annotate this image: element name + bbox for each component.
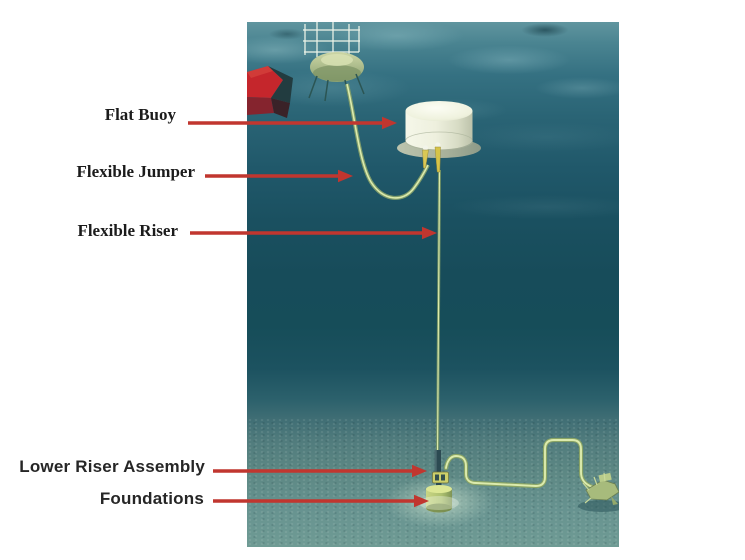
seabed-flowline: [443, 437, 600, 492]
flexible-jumper-line: [345, 83, 430, 200]
label-lower-riser-assembly: Lower Riser Assembly: [19, 457, 205, 476]
underwater-scene: [247, 22, 619, 547]
label-flexible-riser: Flexible Riser: [77, 221, 178, 240]
flat-buoy-icon: [397, 101, 481, 173]
foundation-icon: [419, 485, 459, 513]
label-flat-buoy: Flat Buoy: [104, 105, 176, 124]
surface-frame-icon: [303, 22, 360, 57]
surface-buoy-icon: [308, 52, 365, 102]
scene-graphics: [247, 22, 619, 528]
red-marker-buoy-icon: [247, 66, 293, 118]
flexible-riser-line: [436, 169, 441, 457]
label-foundations: Foundations: [99, 489, 204, 508]
subsea-wellhead-icon: [578, 472, 619, 512]
label-flexible-jumper: Flexible Jumper: [76, 162, 195, 181]
